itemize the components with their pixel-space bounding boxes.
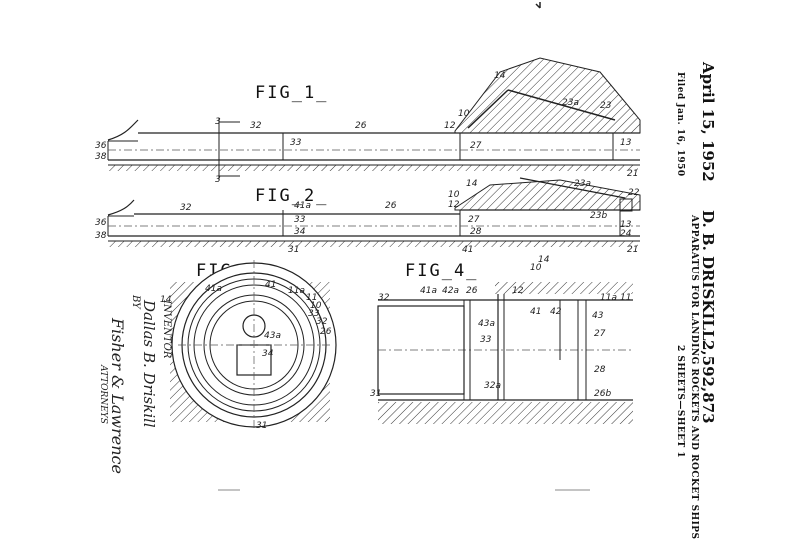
svg-text:43: 43 (592, 311, 604, 321)
svg-text:26: 26 (355, 121, 367, 131)
svg-text:31: 31 (288, 245, 299, 255)
svg-text:11: 11 (306, 293, 317, 303)
fig1-label: FIG_1_ (255, 83, 329, 103)
svg-text:24: 24 (620, 229, 632, 239)
svg-text:14: 14 (538, 255, 550, 265)
svg-text:23a: 23a (574, 179, 591, 189)
svg-text:12: 12 (444, 121, 456, 131)
svg-text:26: 26 (385, 201, 397, 211)
fig4-label: FIG_4_ (405, 261, 479, 281)
svg-text:11a: 11a (288, 286, 305, 296)
svg-text:32a: 32a (484, 381, 501, 391)
svg-text:32: 32 (250, 121, 262, 131)
svg-text:14: 14 (494, 71, 506, 81)
svg-text:11: 11 (620, 293, 631, 303)
svg-text:32: 32 (180, 203, 192, 213)
svg-text:38: 38 (95, 152, 107, 162)
svg-text:43a: 43a (478, 319, 495, 329)
svg-text:36: 36 (95, 141, 107, 151)
svg-text:23a: 23a (562, 98, 579, 108)
svg-text:42a: 42a (442, 286, 459, 296)
figure-2-drawing: 32 41a 26 33 34 27 28 36 38 31 41 21 10 … (95, 177, 641, 255)
svg-text:41: 41 (462, 245, 473, 255)
svg-text:28: 28 (470, 227, 482, 237)
svg-text:14: 14 (466, 179, 478, 189)
svg-text:36: 36 (95, 218, 107, 228)
svg-text:10: 10 (458, 109, 470, 119)
svg-text:13: 13 (620, 220, 632, 230)
svg-text:41a: 41a (420, 286, 437, 296)
svg-text:34: 34 (294, 227, 306, 237)
figure-4-drawing: 41a 42a 26 12 10 14 11a 11 32 41 42 43 4… (370, 255, 633, 424)
figure-1-drawing: 3 3 32 26 33 27 13 36 38 21 10 12 14 23a… (95, 57, 641, 185)
svg-text:27: 27 (594, 329, 606, 339)
svg-text:32: 32 (316, 317, 328, 327)
svg-text:27: 27 (470, 141, 482, 151)
svg-text:31: 31 (370, 389, 381, 399)
svg-text:41: 41 (530, 307, 541, 317)
svg-text:31: 31 (256, 421, 267, 431)
svg-text:21: 21 (627, 245, 638, 255)
svg-text:26: 26 (466, 286, 478, 296)
svg-text:27: 27 (468, 215, 480, 225)
svg-text:41a: 41a (294, 201, 311, 211)
svg-text:33: 33 (290, 138, 302, 148)
svg-text:33: 33 (294, 215, 306, 225)
svg-text:21: 21 (627, 169, 638, 179)
svg-text:22: 22 (628, 188, 640, 198)
svg-text:26b: 26b (594, 389, 611, 399)
svg-text:33: 33 (308, 309, 320, 319)
svg-text:3: 3 (215, 117, 221, 127)
svg-text:13: 13 (620, 138, 632, 148)
figure-3-drawing: 41a 41 11a 14 11 10 33 32 26 43a 34 31 (160, 260, 337, 431)
svg-text:12: 12 (512, 286, 524, 296)
svg-text:10: 10 (448, 190, 460, 200)
svg-text:12: 12 (448, 200, 460, 210)
svg-text:23: 23 (600, 101, 612, 111)
svg-text:26: 26 (320, 327, 332, 337)
svg-text:32: 32 (378, 293, 390, 303)
svg-text:33: 33 (480, 335, 492, 345)
svg-text:11a: 11a (600, 293, 617, 303)
svg-text:10: 10 (310, 301, 322, 311)
svg-text:28: 28 (594, 365, 606, 375)
svg-text:41a: 41a (205, 284, 222, 294)
fig2-label: FIG_2_ (255, 186, 329, 206)
svg-text:3: 3 (215, 175, 221, 185)
svg-text:14: 14 (160, 295, 172, 305)
svg-text:42: 42 (550, 307, 562, 317)
svg-text:34: 34 (262, 349, 274, 359)
svg-text:41: 41 (265, 280, 276, 290)
svg-text:43a: 43a (264, 331, 281, 341)
svg-text:23b: 23b (590, 211, 607, 221)
svg-text:38: 38 (95, 231, 107, 241)
svg-text:10: 10 (530, 263, 542, 273)
